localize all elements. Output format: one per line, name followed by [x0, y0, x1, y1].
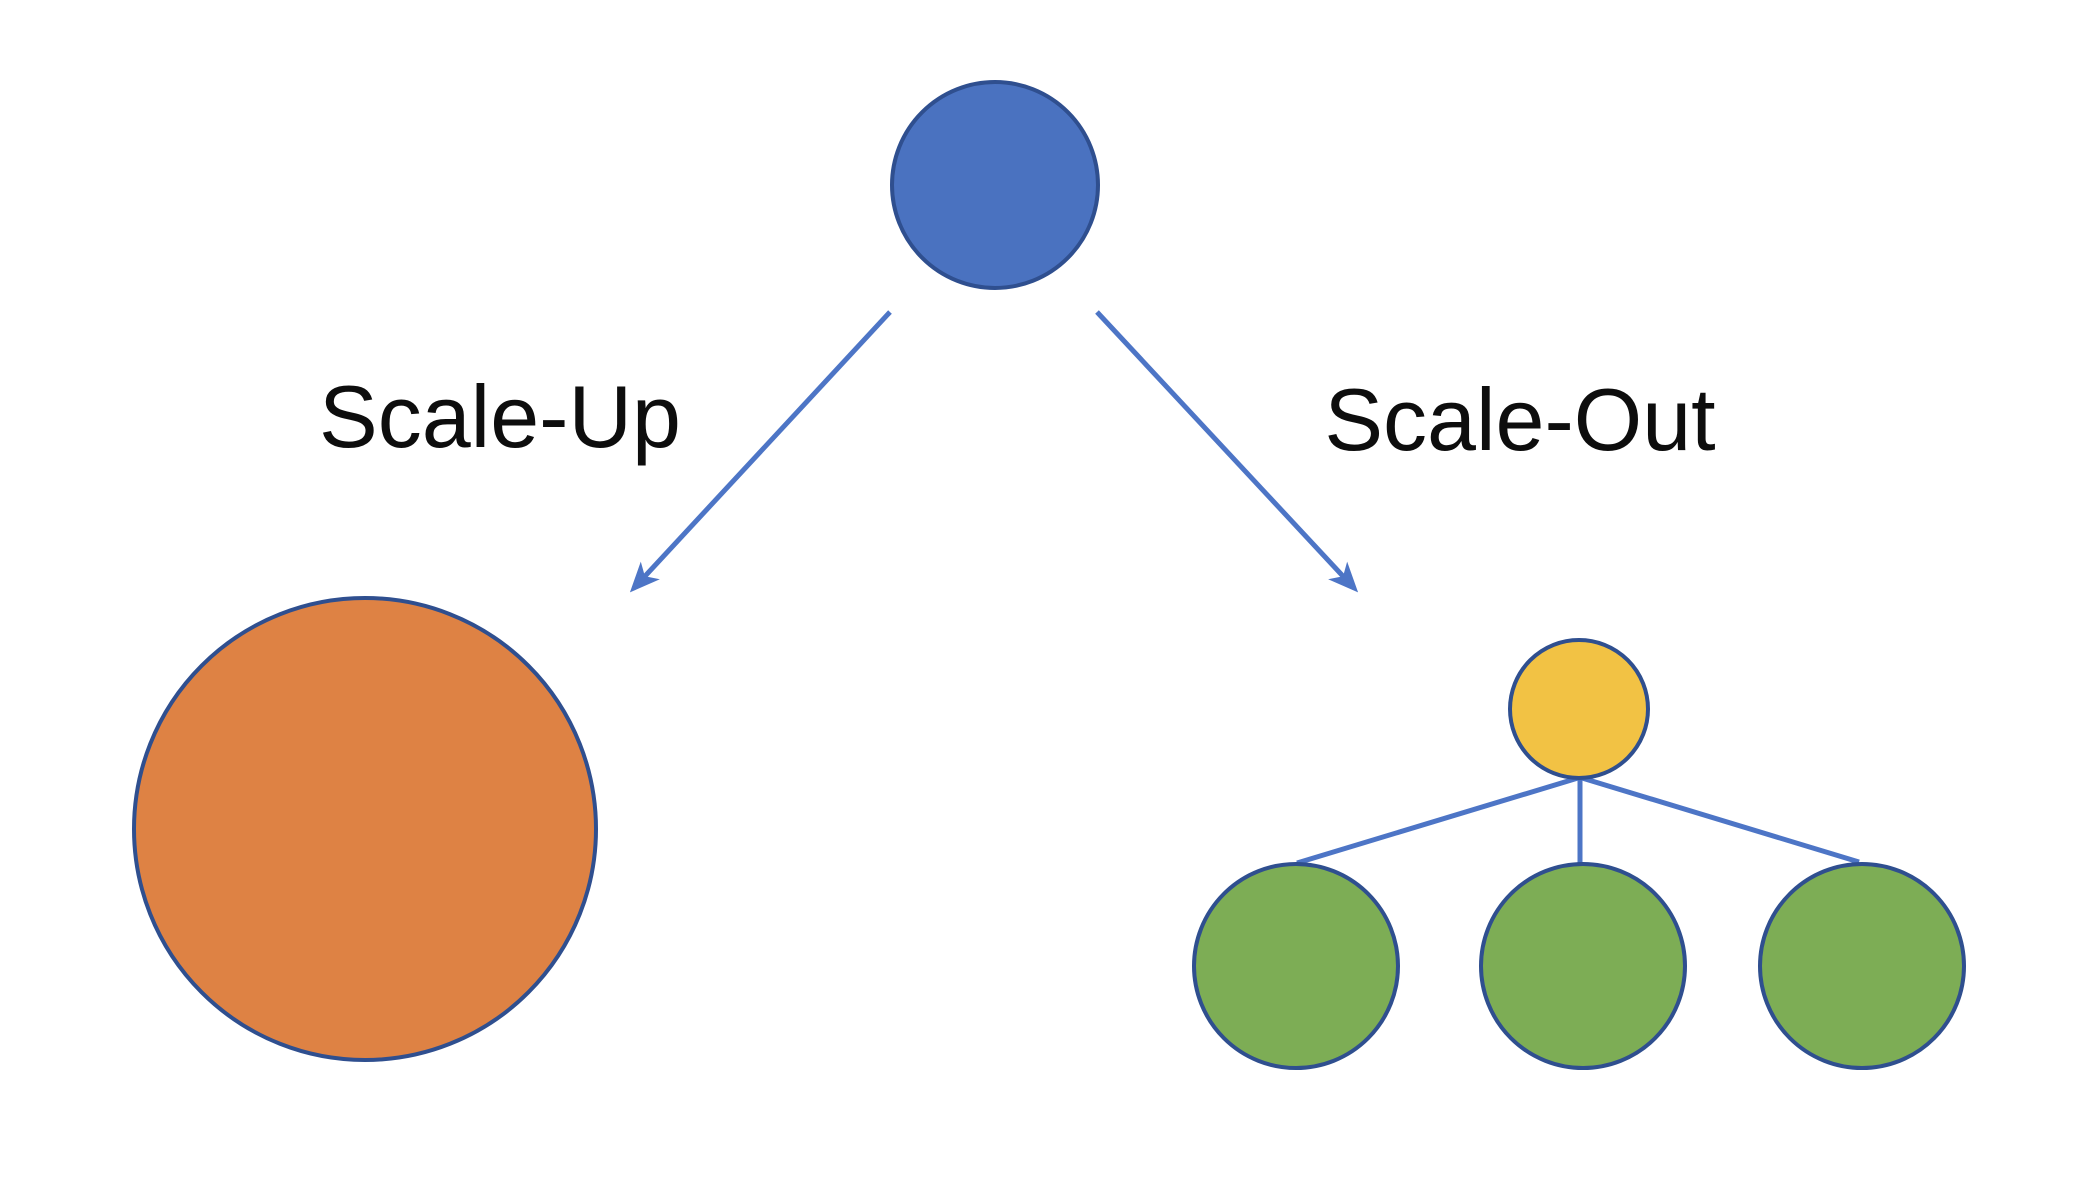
scale-up-arrow — [629, 310, 892, 593]
cluster-link-left — [1296, 775, 1579, 866]
scale-out-arrow — [1095, 310, 1359, 593]
worker-node-circle-3 — [1758, 862, 1966, 1070]
scale-up-label: Scale-Up — [319, 367, 681, 466]
scale-out-label: Scale-Out — [1324, 370, 1716, 469]
worker-node-circle-2 — [1479, 862, 1687, 1070]
cluster-link-right — [1581, 775, 1860, 865]
coordinator-node-circle — [1508, 638, 1650, 780]
worker-node-circle-1 — [1192, 862, 1400, 1070]
root-node-circle — [890, 80, 1100, 290]
scale-up-node-circle — [132, 596, 598, 1062]
